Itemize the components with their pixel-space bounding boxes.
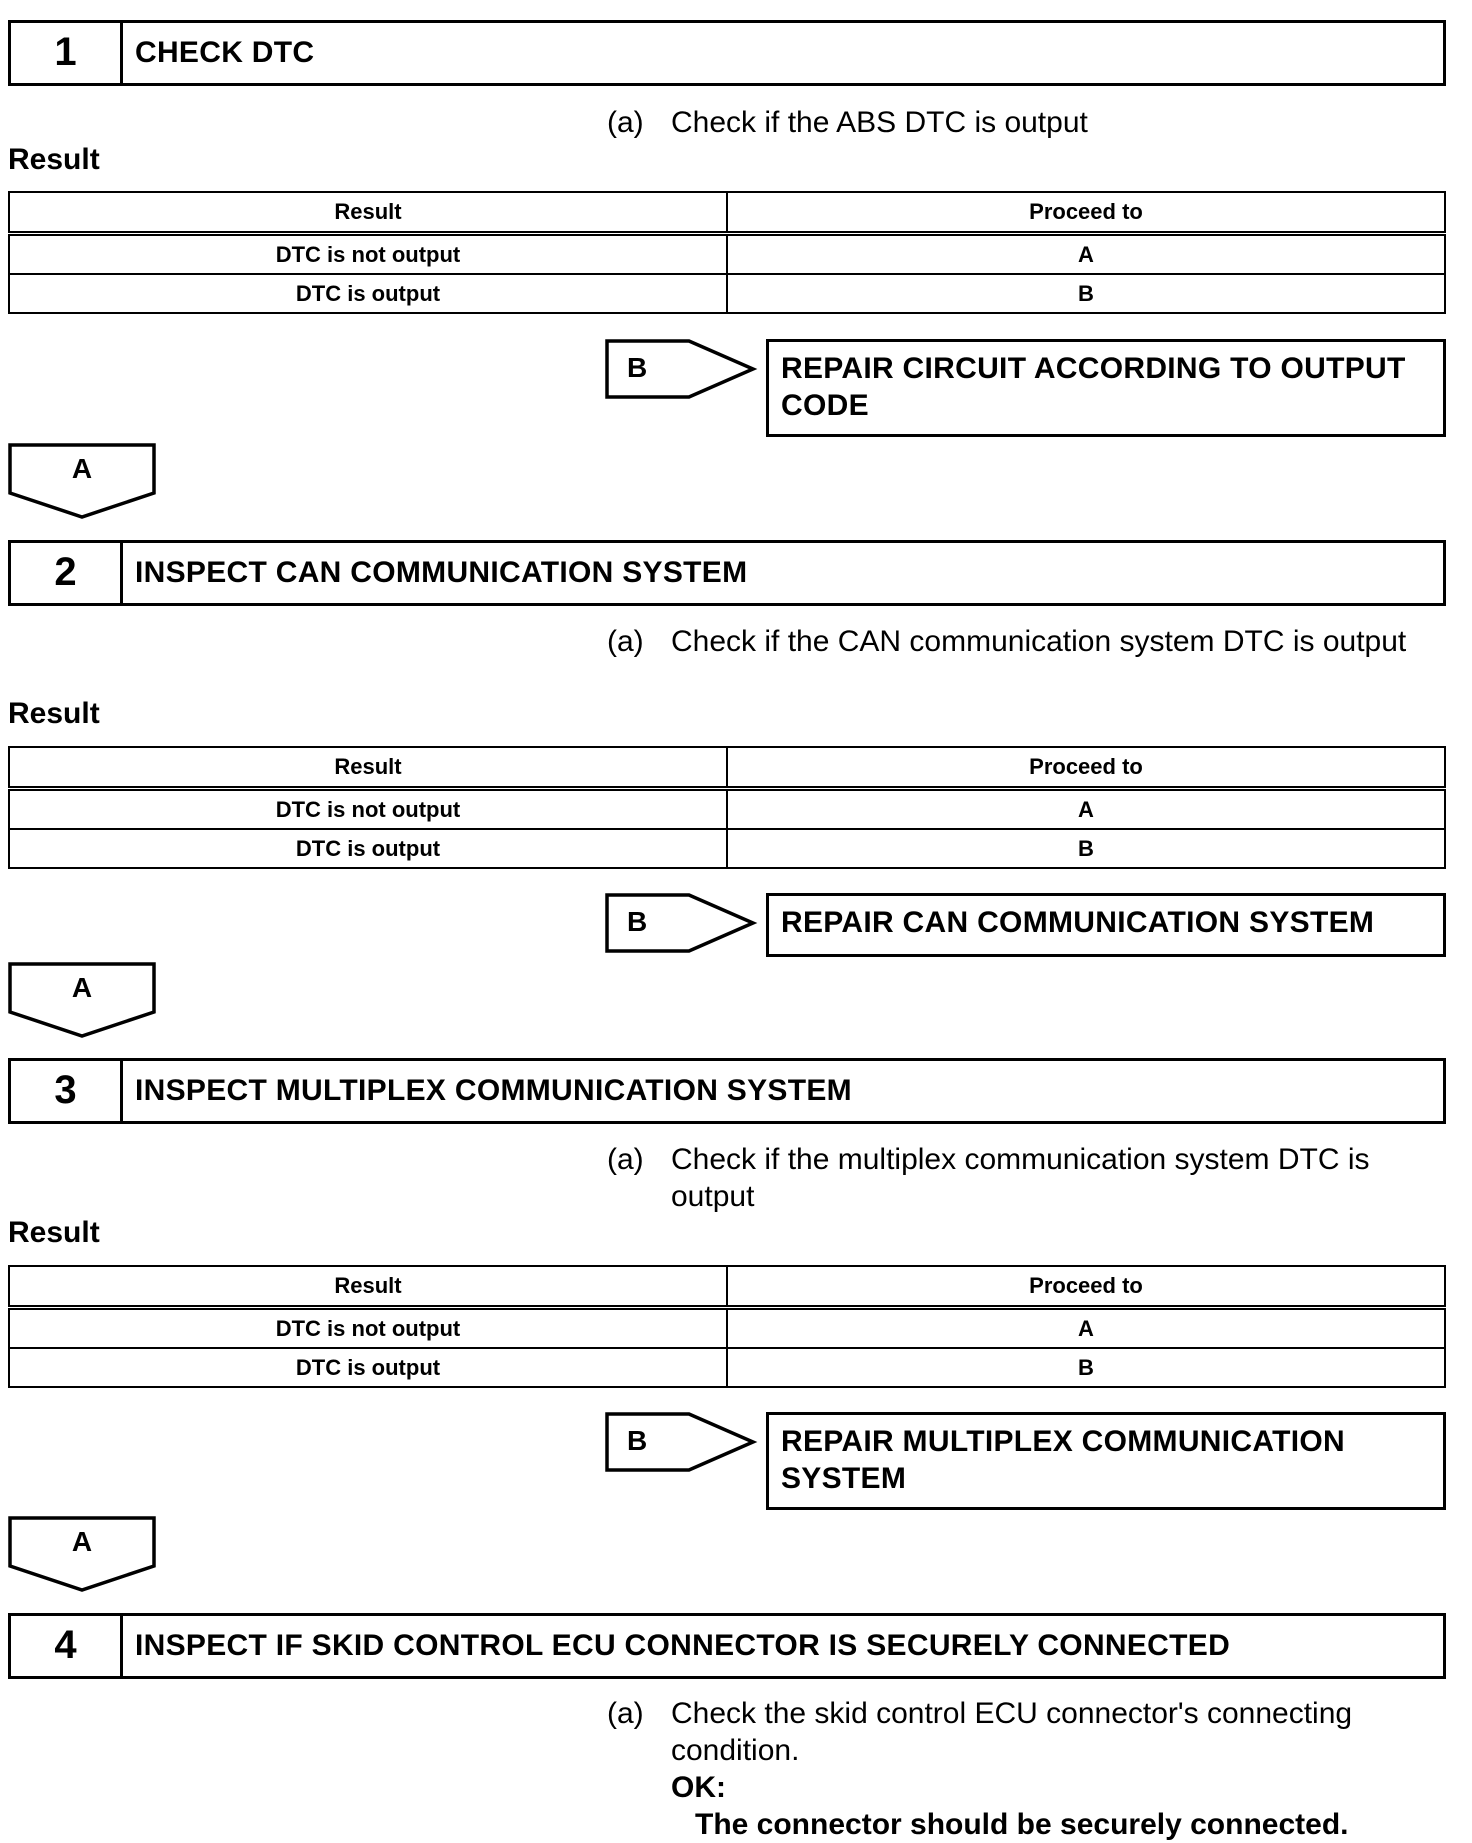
branch-b-arrow: B [605, 893, 758, 953]
table-cell: DTC is not output [8, 232, 728, 275]
arrow-right-icon [605, 339, 758, 399]
instruction-text: Check if the multiplex communication sys… [671, 1143, 1370, 1213]
instruction-label: (a) [607, 1697, 644, 1730]
table-row: DTC is not output A [8, 1306, 1446, 1349]
instruction-text: Check if the ABS DTC is output [671, 106, 1088, 139]
step-title: INSPECT MULTIPLEX COMMUNICATION SYSTEM [135, 1074, 852, 1107]
table-cell: B [726, 828, 1446, 869]
step-title: CHECK DTC [135, 36, 315, 69]
table-cell: DTC is output [8, 828, 728, 869]
instruction-label: (a) [607, 106, 644, 139]
table-cell: DTC is not output [8, 1306, 728, 1349]
branch-label: A [71, 453, 93, 484]
result-heading: Result [8, 1216, 100, 1249]
branch-a-arrow: A [8, 443, 156, 519]
table-cell: B [726, 273, 1446, 314]
table-header: Proceed to [726, 191, 1446, 236]
table-header: Result [8, 191, 728, 236]
branch-label: B [627, 352, 648, 383]
table-cell: A [726, 232, 1446, 275]
instruction-text: Check if the CAN communication system DT… [671, 625, 1407, 658]
repair-action-box: REPAIR MULTIPLEX COMMUNICATION SYSTEM [766, 1412, 1446, 1510]
table-cell: DTC is output [8, 273, 728, 314]
step-4-header: 4 INSPECT IF SKID CONTROL ECU CONNECTOR … [8, 1613, 1446, 1679]
branch-b-arrow: B [605, 1412, 758, 1472]
table-header: Result [8, 1265, 728, 1310]
table-row: DTC is output B [8, 273, 1446, 314]
table-cell: DTC is output [8, 1347, 728, 1388]
ok-label: OK: [671, 1771, 726, 1804]
step-2-header: 2 INSPECT CAN COMMUNICATION SYSTEM [8, 540, 1446, 606]
result-table: Result Proceed to DTC is not output A DT… [8, 746, 1446, 869]
step-number: 2 [11, 543, 123, 603]
arrow-down-icon [8, 443, 156, 519]
branch-label: B [627, 1425, 648, 1456]
table-cell: A [726, 1306, 1446, 1349]
table-row: DTC is output B [8, 1347, 1446, 1388]
instruction-block: Check the skid control ECU connector's c… [671, 1695, 1411, 1843]
branch-a-arrow: A [8, 962, 156, 1038]
arrow-right-icon [605, 1412, 758, 1472]
step-title: INSPECT IF SKID CONTROL ECU CONNECTOR IS… [135, 1629, 1231, 1662]
table-row: DTC is output B [8, 828, 1446, 869]
step-number: 3 [11, 1061, 123, 1121]
result-heading: Result [8, 697, 100, 730]
table-header: Result [8, 746, 728, 791]
branch-label: A [71, 972, 93, 1003]
table-header: Proceed to [726, 746, 1446, 791]
result-table: Result Proceed to DTC is not output A DT… [8, 1265, 1446, 1388]
branch-label: B [627, 906, 648, 937]
step-1-header: 1 CHECK DTC [8, 20, 1446, 86]
branch-a-arrow: A [8, 1516, 156, 1592]
instruction-text: Check the skid control ECU connector's c… [671, 1697, 1353, 1767]
step-3-header: 3 INSPECT MULTIPLEX COMMUNICATION SYSTEM [8, 1058, 1446, 1124]
instruction-label: (a) [607, 625, 644, 658]
arrow-right-icon [605, 893, 758, 953]
repair-action-box: REPAIR CAN COMMUNICATION SYSTEM [766, 893, 1446, 957]
repair-action-box: REPAIR CIRCUIT ACCORDING TO OUTPUT CODE [766, 339, 1446, 437]
table-row: DTC is not output A [8, 787, 1446, 830]
table-header: Proceed to [726, 1265, 1446, 1310]
arrow-down-icon [8, 1516, 156, 1592]
table-cell: B [726, 1347, 1446, 1388]
ok-criteria: The connector should be securely connect… [695, 1808, 1349, 1841]
instruction-label: (a) [607, 1143, 644, 1176]
table-cell: DTC is not output [8, 787, 728, 830]
table-cell: A [726, 787, 1446, 830]
arrow-down-icon [8, 962, 156, 1038]
table-row: DTC is not output A [8, 232, 1446, 275]
result-table: Result Proceed to DTC is not output A DT… [8, 191, 1446, 314]
step-title: INSPECT CAN COMMUNICATION SYSTEM [135, 556, 748, 589]
branch-label: A [71, 1526, 93, 1557]
branch-b-arrow: B [605, 339, 758, 399]
step-number: 4 [11, 1616, 123, 1676]
step-number: 1 [11, 23, 123, 83]
result-heading: Result [8, 143, 100, 176]
